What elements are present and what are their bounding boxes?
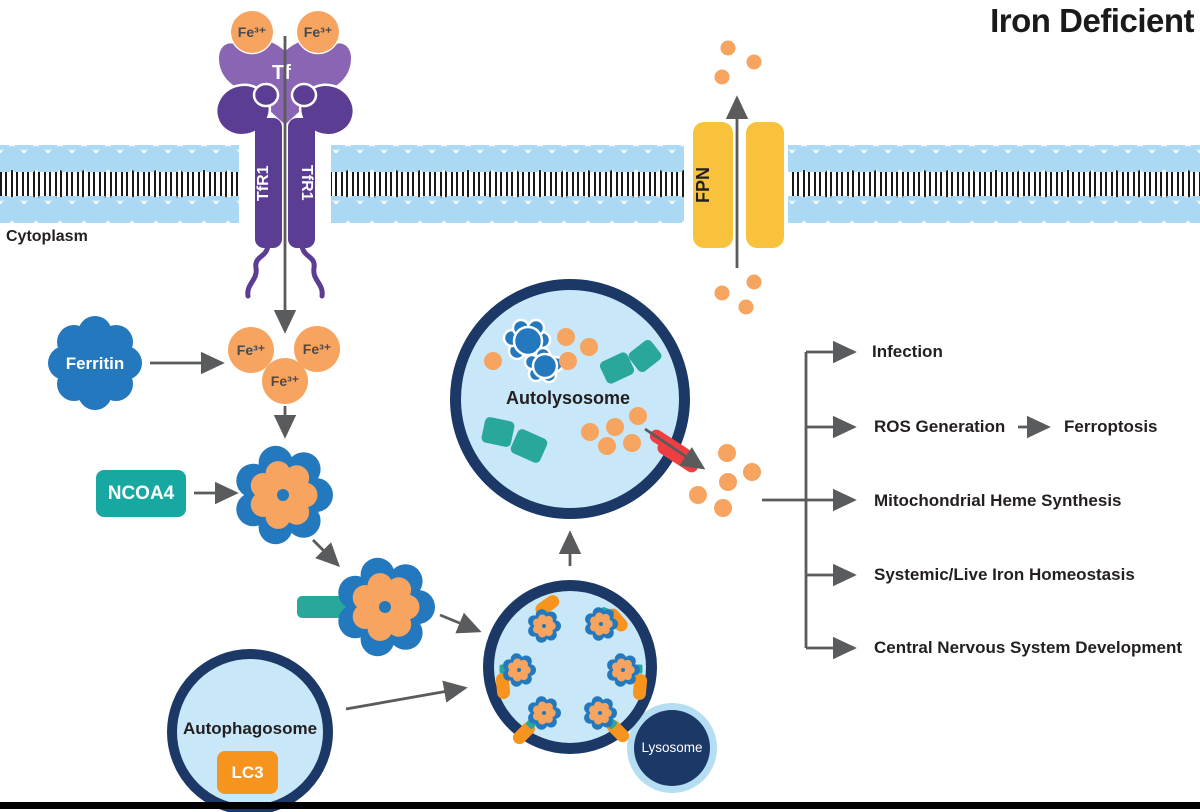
outcome-infection: Infection	[872, 342, 943, 361]
outcome-ros: ROS Generation	[874, 417, 1006, 436]
fpn-transporter	[693, 122, 784, 248]
degraded-ferritin-cloud	[502, 318, 565, 384]
outcome-ferroptosis: Ferroptosis	[1064, 417, 1158, 436]
iron-ion: Fe³⁺	[262, 358, 308, 404]
ferritin-cloud	[48, 316, 142, 410]
tf-label: Tf	[272, 62, 291, 84]
ferritin-ncoa4-complex	[297, 557, 435, 657]
outcome-cns: Central Nervous System Development	[874, 638, 1182, 657]
released-iron-dots	[689, 444, 761, 517]
lipid-tails	[0, 170, 1200, 200]
lc3-label: LC3	[231, 762, 264, 782]
lc3-chip: LC3	[217, 751, 278, 794]
cytoplasm-label: Cytoplasm	[6, 228, 88, 245]
iron-ion: Fe³⁺	[231, 11, 273, 53]
ferritin-iron-complex	[236, 445, 333, 545]
membrane-inner-leaflet	[0, 196, 1200, 223]
outcome-heme: Mitochondrial Heme Synthesis	[874, 491, 1122, 510]
tfr1-label-left: TfR1	[255, 165, 272, 201]
cargo-mini-complexes	[495, 595, 648, 745]
ferritin-label: Ferritin	[65, 354, 125, 373]
tfr1-label-right: TfR1	[298, 165, 315, 201]
ncoa4-label: NCOA4	[107, 482, 175, 504]
iron-ion: Fe³⁺	[297, 11, 339, 53]
degraded-capsule-fragments	[481, 339, 662, 463]
fpn-label: FPN	[693, 167, 713, 203]
autolysosome-label: Autolysosome	[505, 388, 631, 408]
page-title: Iron Deficient	[990, 2, 1194, 39]
outcome-homeostasis: Systemic/Live Iron Homeostasis	[874, 565, 1135, 584]
ncoa4-chip: NCOA4	[96, 470, 186, 517]
tf-receptor-complex	[214, 9, 356, 299]
lysosome-label: Lysosome	[641, 740, 703, 755]
autophagosome-label: Autophagosome	[182, 719, 318, 738]
bottom-border-bar	[0, 802, 1200, 809]
membrane-outer-leaflet	[0, 145, 1200, 172]
autolysosome-circle	[450, 279, 690, 519]
red-iron-channel	[649, 429, 699, 473]
fpn-iron-dots	[714, 40, 762, 315]
lysosome-body	[634, 710, 710, 786]
autolysosome-iron-dots	[484, 328, 647, 455]
